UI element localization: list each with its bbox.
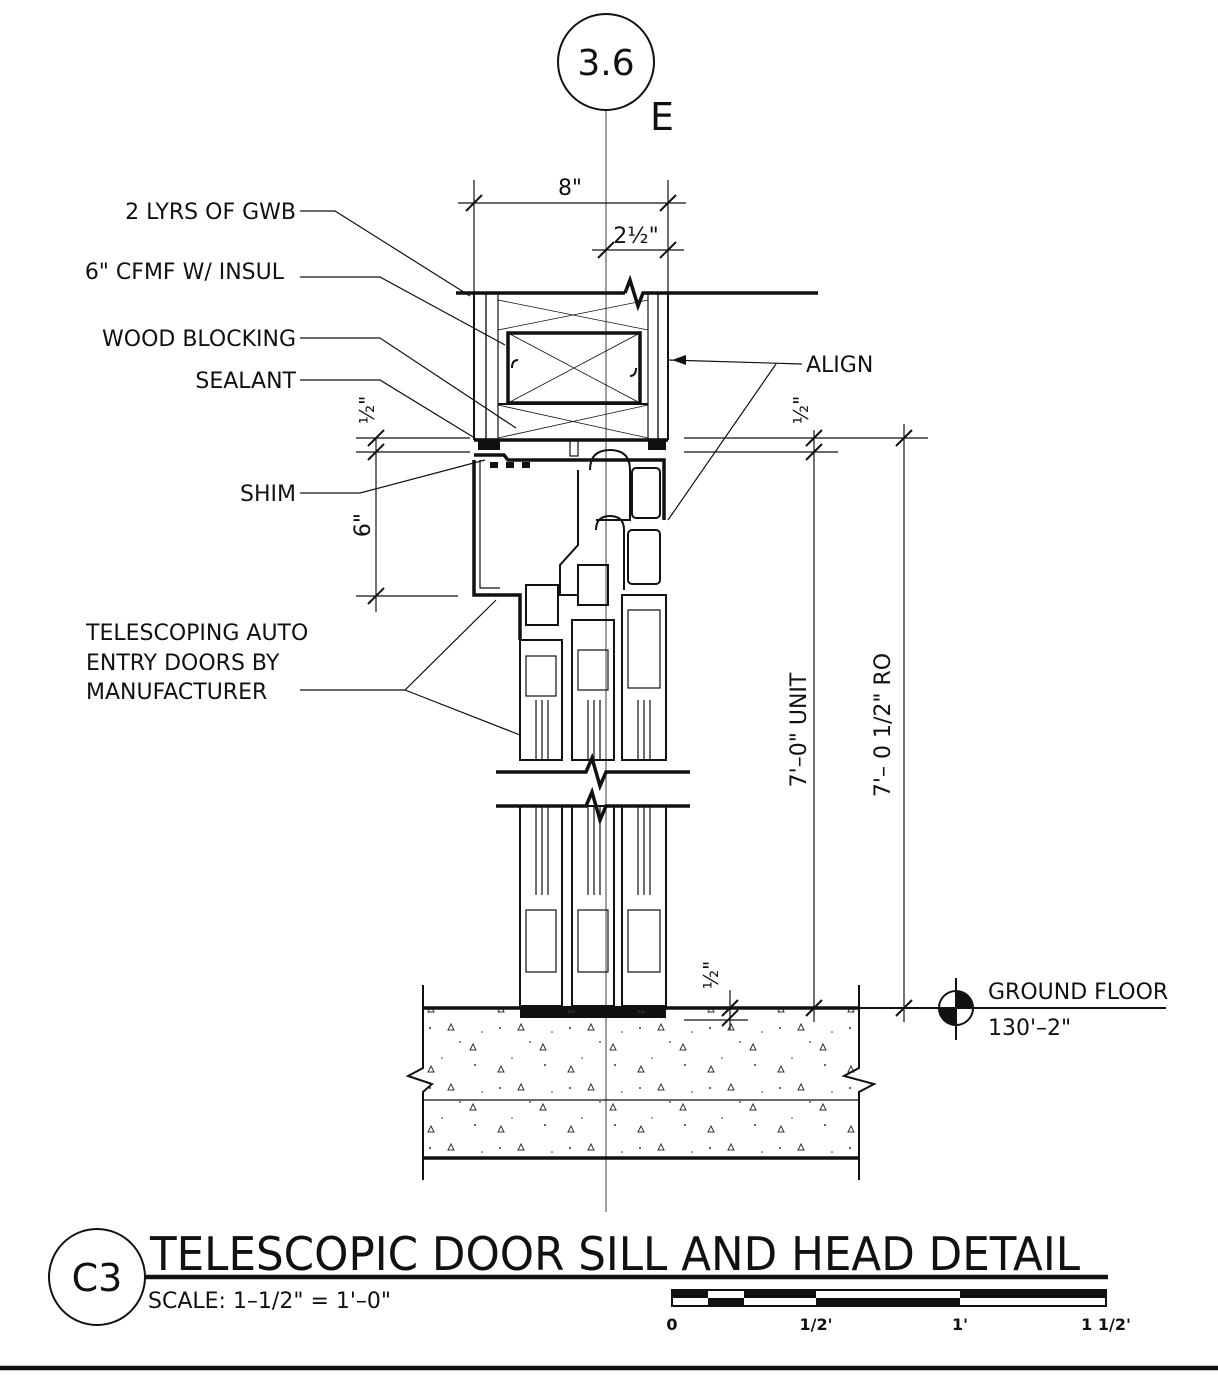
callout-doors-line2: ENTRY DOORS BY [86, 651, 280, 676]
scale-label-one-half: 1 1/2' [1081, 1315, 1131, 1334]
dim-half-left-head: ½" [355, 396, 379, 425]
callout-doors-line3: MANUFACTURER [86, 680, 267, 705]
level-name: GROUND FLOOR [988, 980, 1168, 1005]
callout-shim: SHIM [240, 482, 296, 507]
callout-cfmf: 6" CFMF W/ INSUL [85, 260, 285, 285]
callout-leaders [300, 210, 803, 736]
level-marker: GROUND FLOOR 130'–2" [938, 978, 1168, 1041]
door-panels-lower [519, 805, 667, 1018]
door-header [472, 448, 666, 640]
callout-doors-line1: TELESCOPING AUTO [85, 621, 308, 646]
detail-scale: SCALE: 1–1/2" = 1'–0" [148, 1289, 391, 1314]
scale-label-0: 0 [666, 1315, 677, 1334]
dim-wall-width: 8" [558, 176, 582, 201]
dim-ro-height: 7'– 0 1/2" RO [871, 653, 896, 797]
detail-id: C3 [72, 1256, 123, 1300]
dim-offset: 2½" [613, 224, 658, 249]
concrete-slab [405, 985, 1166, 1180]
dim-unit-height: 7'–0" UNIT [787, 672, 812, 787]
callout-blocking: WOOD BLOCKING [102, 327, 296, 352]
callout-sealant: SEALANT [195, 369, 296, 394]
scale-label-half: 1/2' [799, 1315, 832, 1334]
level-elevation: 130'–2" [988, 1016, 1071, 1041]
dim-six-inch: 6" [351, 513, 376, 537]
grid-number: 3.6 [577, 43, 634, 84]
detail-title: TELESCOPIC DOOR SILL AND HEAD DETAIL [149, 1227, 1080, 1281]
grid-letter: E [650, 95, 674, 139]
scale-label-one: 1' [952, 1315, 968, 1334]
top-dimensions: 8" 2½" [458, 176, 686, 292]
dim-half-sill: ½" [699, 961, 723, 990]
grid-bubble: 3.6 E [557, 13, 674, 139]
callout-gwb: 2 LYRS OF GWB [125, 200, 296, 225]
vertical-dimensions: ½" ½" 6" 7'–0" UNIT 7'– 0 1/2" RO ½" [351, 396, 913, 1030]
title-block: C3 TELESCOPIC DOOR SILL AND HEAD DETAIL … [48, 1227, 1108, 1326]
door-panels-upper [519, 594, 667, 761]
callout-align: ALIGN [806, 353, 873, 378]
dim-half-right-head: ½" [789, 396, 813, 425]
scale-bar: 0 1/2' 1' 1 1/2' [666, 1289, 1131, 1334]
break-lines [496, 752, 690, 826]
wall-head [356, 274, 928, 457]
